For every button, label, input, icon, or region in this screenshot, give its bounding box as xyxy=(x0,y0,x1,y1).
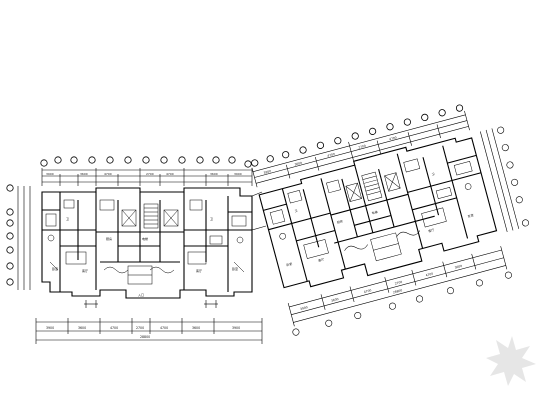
svg-text:厨房: 厨房 xyxy=(336,218,343,224)
dim-label: 3900 xyxy=(263,169,271,175)
dim-label: 4700 xyxy=(425,272,433,278)
right-building-plan: 3900 3600 4700 2700 4700 xyxy=(251,104,529,336)
dim-label: 3900 xyxy=(232,326,240,330)
left-top-dimension-labels: 3900 3600 4700 2700 4700 3600 3900 xyxy=(46,172,242,176)
left-bottom-dimension xyxy=(35,318,263,344)
dim-label: 2700 xyxy=(146,172,154,176)
dim-label: 4700 xyxy=(104,172,112,176)
right-stair-core xyxy=(345,171,401,202)
dim-label: 3600 xyxy=(454,264,462,270)
dim-label: 3900 xyxy=(46,172,54,176)
svg-text:卧室: 卧室 xyxy=(232,266,238,271)
svg-text:客厅: 客厅 xyxy=(196,268,202,273)
dim-label: 2700 xyxy=(358,144,366,150)
svg-text:卫: 卫 xyxy=(210,217,213,221)
plan-connector xyxy=(251,191,267,231)
dim-label: 4700 xyxy=(327,152,335,158)
dim-label: 3900 xyxy=(46,326,54,330)
svg-text:电梯: 电梯 xyxy=(142,236,148,241)
dim-label: 3600 xyxy=(294,161,302,167)
dim-label: 4700 xyxy=(110,326,118,330)
dim-total-label: 28800 xyxy=(392,288,402,294)
right-plan-walls xyxy=(258,137,498,289)
dim-label: 3600 xyxy=(80,172,88,176)
svg-text:卧室: 卧室 xyxy=(52,266,58,271)
dim-label: 2700 xyxy=(136,326,144,330)
left-fixtures xyxy=(45,199,247,285)
svg-text:卫: 卫 xyxy=(66,217,69,221)
dim-total-label: 28800 xyxy=(140,335,150,339)
right-fixtures xyxy=(269,158,473,262)
right-top-dimension-labels: 3900 3600 4700 2700 4700 xyxy=(263,135,397,175)
svg-text:卧室: 卧室 xyxy=(286,261,293,267)
right-bottom-dimension xyxy=(287,246,512,336)
svg-text:客厅: 客厅 xyxy=(317,256,324,262)
svg-text:入口: 入口 xyxy=(138,293,144,297)
left-stair-core xyxy=(121,203,179,229)
svg-text:厨房: 厨房 xyxy=(106,236,112,241)
svg-text:电梯: 电梯 xyxy=(371,209,378,215)
dim-label: 3600 xyxy=(78,326,86,330)
left-side-axis-markers xyxy=(6,184,31,290)
dim-label: 3900 xyxy=(300,305,308,311)
left-room-labels: 卧室 客厅 厨房 电梯 客厅 卧室 卫 卫 入口 xyxy=(52,217,238,297)
left-plan-walls xyxy=(41,187,253,299)
svg-text:卧室: 卧室 xyxy=(467,212,474,218)
right-side-axis-markers xyxy=(480,126,529,233)
left-bottom-dimension-labels: 3900 3600 4700 2700 4700 3600 3900 28800 xyxy=(46,326,240,339)
dim-label: 3600 xyxy=(192,326,200,330)
left-top-axis-markers xyxy=(40,156,252,168)
dim-label: 4700 xyxy=(166,172,174,176)
dim-label: 3900 xyxy=(234,172,242,176)
dim-label: 3600 xyxy=(331,297,339,303)
svg-text:客厅: 客厅 xyxy=(428,227,435,233)
left-building-plan: 卧室 客厅 厨房 电梯 客厅 卧室 卫 卫 入口 xyxy=(6,156,253,308)
dim-label: 4700 xyxy=(160,326,168,330)
svg-text:卫: 卫 xyxy=(431,172,435,177)
right-top-axis-markers xyxy=(251,104,464,167)
right-bottom-dimension-labels: 3900 3600 4700 2700 4700 3600 28800 xyxy=(300,264,463,311)
svg-text:客厅: 客厅 xyxy=(82,268,88,273)
svg-text:卫: 卫 xyxy=(294,209,298,214)
dim-label: 3600 xyxy=(210,172,218,176)
right-top-dimension-lines xyxy=(251,110,470,188)
watermark-logo-icon xyxy=(486,336,536,386)
dim-label: 4700 xyxy=(363,288,371,294)
dim-label: 4700 xyxy=(389,135,397,141)
left-bottom-markers xyxy=(84,300,218,308)
dim-label: 2700 xyxy=(394,280,402,286)
left-top-dimension-lines xyxy=(41,168,253,186)
